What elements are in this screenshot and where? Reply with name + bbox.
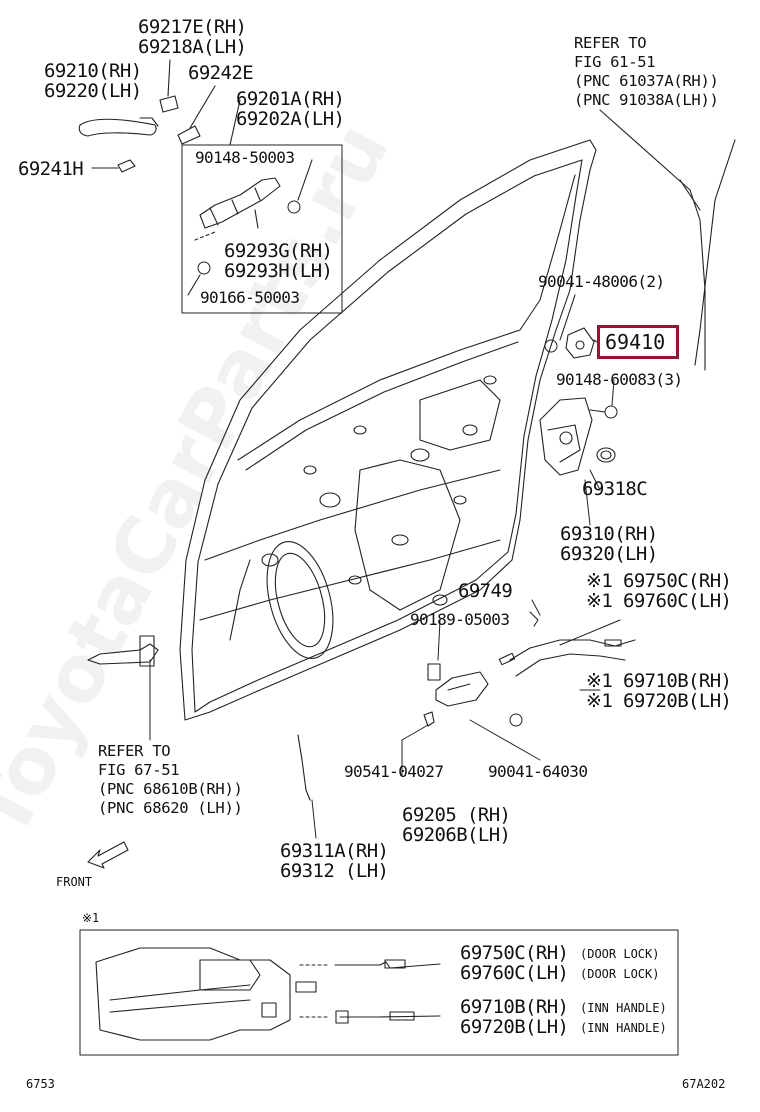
refer-67-line1: REFER TO: [98, 742, 171, 760]
label-69202a[interactable]: 69202A(LH): [236, 108, 345, 130]
inside-handle: [423, 663, 523, 727]
note-marker: ※1: [82, 911, 100, 925]
door-check: [87, 635, 159, 667]
label-90166-50003[interactable]: 90166-50003: [200, 288, 300, 307]
label-69293h[interactable]: 69293H(LH): [224, 260, 333, 282]
page-code-left: 6753: [26, 1077, 55, 1091]
handle-frame-box: [181, 144, 343, 314]
label-69750c[interactable]: ※1 69750C(RH): [586, 570, 732, 592]
refer-61-line3: (PNC 61037A(RH)): [574, 72, 719, 90]
label-69710b[interactable]: ※1 69710B(RH): [586, 670, 732, 692]
inset-note-inn-handle-lh: (INN HANDLE): [580, 1021, 667, 1035]
label-90148-60083[interactable]: 90148-60083(3): [556, 370, 683, 389]
label-90541-04027[interactable]: 90541-04027: [344, 762, 444, 781]
inset-label-69720b[interactable]: 69720B(LH): [460, 1016, 569, 1038]
label-90041-48006[interactable]: 90041-48006(2): [538, 272, 665, 291]
door-panel: [179, 139, 597, 721]
label-69311a[interactable]: 69311A(RH): [280, 840, 389, 862]
refer-61-line1: REFER TO: [574, 34, 647, 52]
lock-cables: [498, 611, 636, 677]
label-90041-64030[interactable]: 90041-64030: [488, 762, 588, 781]
door-lock-assembly: [539, 397, 618, 476]
inset-note-door-lock-lh: (DOOR LOCK): [580, 967, 660, 981]
label-69210[interactable]: 69210(RH): [44, 60, 142, 82]
label-69410-highlighted[interactable]: 69410: [605, 330, 666, 354]
handle-cap: [159, 59, 216, 145]
page-code-right: 67A202: [682, 1077, 726, 1091]
refer-67-line2[interactable]: FIG 67-51: [98, 761, 180, 779]
label-69220[interactable]: 69220(LH): [44, 80, 142, 102]
refer-67-line4: (PNC 68620 (LH)): [98, 799, 243, 817]
refer-61-line4: (PNC 91038A(LH)): [574, 91, 719, 109]
outside-handle: [78, 117, 159, 173]
inset-label-69760c[interactable]: 69760C(LH): [460, 962, 569, 984]
lock-rod: [297, 734, 311, 801]
label-69720b[interactable]: ※1 69720B(LH): [586, 690, 732, 712]
label-69312[interactable]: 69312 (LH): [280, 860, 389, 882]
label-69205[interactable]: 69205 (RH): [402, 804, 511, 826]
window-channel: [599, 109, 736, 371]
label-69318c[interactable]: 69318C: [582, 478, 648, 500]
label-69310[interactable]: 69310(RH): [560, 523, 658, 545]
label-69201a[interactable]: 69201A(RH): [236, 88, 345, 110]
inset-note-door-lock-rh: (DOOR LOCK): [580, 947, 660, 961]
front-arrow: [87, 841, 129, 869]
front-label: FRONT: [56, 875, 93, 889]
leader-lines: [149, 379, 621, 839]
label-69760c[interactable]: ※1 69760C(LH): [586, 590, 732, 612]
inset-label-69750c[interactable]: 69750C(RH): [460, 942, 569, 964]
label-69749[interactable]: 69749: [458, 580, 513, 602]
label-69206b[interactable]: 69206B(LH): [402, 824, 511, 846]
inset-label-69710b[interactable]: 69710B(RH): [460, 996, 569, 1018]
label-69242e[interactable]: 69242E: [188, 62, 254, 84]
inset-box: [79, 929, 679, 1056]
inset-note-inn-handle-rh: (INN HANDLE): [580, 1001, 667, 1015]
label-69217e[interactable]: 69217E(RH): [138, 16, 247, 38]
label-69241h[interactable]: 69241H: [18, 158, 84, 180]
label-90148-50003[interactable]: 90148-50003: [195, 148, 295, 167]
label-69320[interactable]: 69320(LH): [560, 543, 658, 565]
highlight-box: [597, 325, 679, 359]
label-90189-05003[interactable]: 90189-05003: [410, 610, 510, 629]
refer-61-line2[interactable]: FIG 61-51: [574, 53, 656, 71]
label-69293g[interactable]: 69293G(RH): [224, 240, 333, 262]
refer-67-line3: (PNC 68610B(RH)): [98, 780, 243, 798]
label-69218a[interactable]: 69218A(LH): [138, 36, 247, 58]
door-striker: [544, 294, 598, 359]
